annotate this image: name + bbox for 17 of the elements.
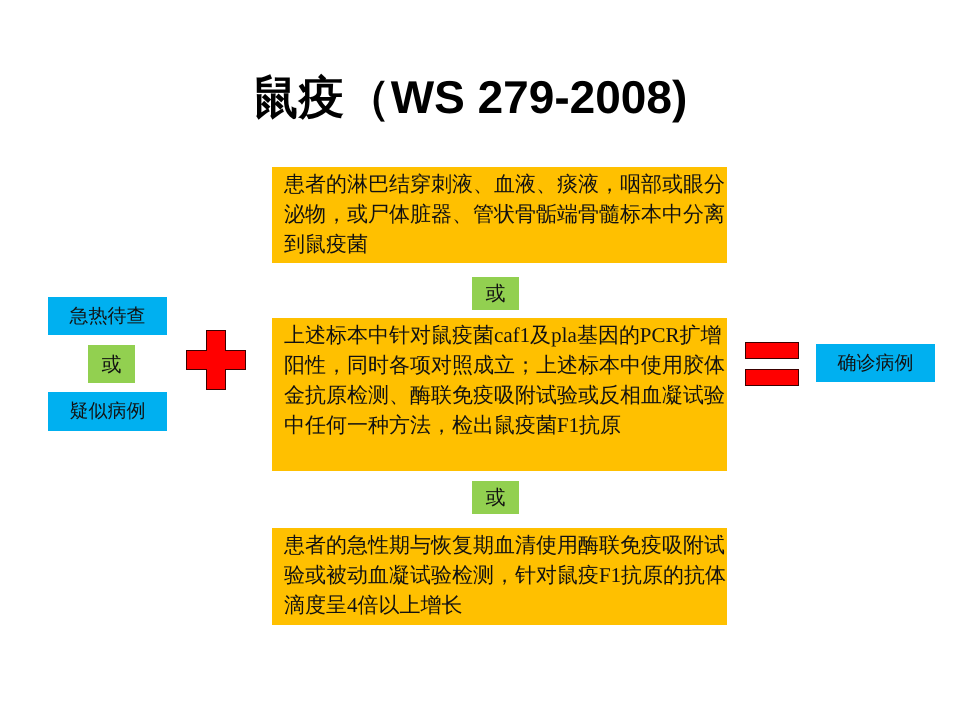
or-label: 或 — [484, 484, 506, 511]
box-text: 急热待查 — [68, 304, 146, 329]
box-text: 患者的淋巴结穿刺液、血液、痰液，咽部或眼分泌物，或尸体脏器、管状骨骺端骨髓标本中分离到鼠疫菌 — [284, 171, 726, 258]
result-box — [816, 344, 935, 382]
box-text: 确诊病例 — [836, 351, 914, 376]
category-box — [48, 297, 167, 335]
box-text: 疑似病例 — [68, 399, 146, 424]
or-label: 或 — [484, 280, 506, 307]
criterion-box — [272, 318, 727, 471]
or-label: 或 — [100, 351, 122, 378]
or-box — [472, 277, 519, 310]
title: 鼠疫（WS 279-2008) — [252, 70, 688, 125]
or-box — [472, 481, 519, 514]
category-box — [48, 392, 167, 431]
box-text: 上述标本中针对鼠疫菌caf1及pla基因的PCR扩增阳性，同时各项对照成立；上述标本中使用胶体金抗原检测、酶联免疫吸附试验或反相血凝试验中任何一种方法，检出鼠疫菌F1抗原 — [284, 322, 726, 439]
box-text: 患者的急性期与恢复期血清使用酶联免疫吸附试验或被动血凝试验检测，针对鼠疫F1抗原的抗体滴度呈4倍以上增长 — [284, 532, 727, 619]
or-box — [88, 345, 135, 383]
